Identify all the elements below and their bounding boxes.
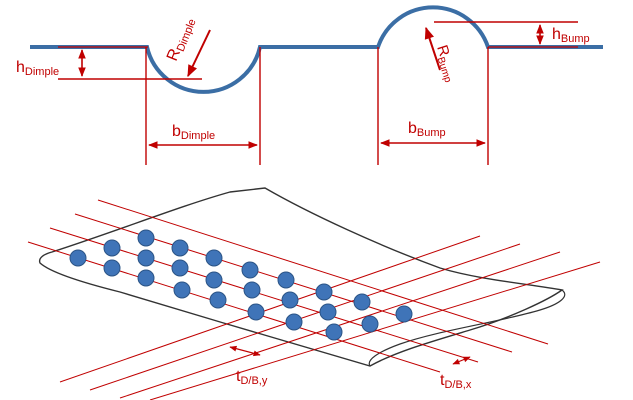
dimple: [243, 281, 261, 299]
dimple: [247, 303, 265, 321]
bump-height-subscript: Bump: [561, 33, 590, 45]
plate-section: tD/B,y tD/B,x: [27, 187, 601, 400]
bump-width-symbol: b: [408, 120, 417, 137]
bump-height-symbol: h: [552, 26, 561, 43]
bump-width-label: bBump: [408, 120, 446, 139]
dimple: [137, 249, 155, 267]
plate-edge-curl: [368, 289, 566, 367]
grid-line: [149, 261, 601, 400]
dimple: [285, 313, 303, 331]
grid-line: [59, 235, 481, 383]
grid-line: [27, 241, 441, 373]
dimple: [353, 293, 371, 311]
y-spacing-arrow: [229, 345, 261, 357]
dimple: [281, 291, 299, 309]
dimple: [319, 303, 337, 321]
dimple: [103, 239, 121, 257]
dimple: [171, 239, 189, 257]
profile-section: hDimple RDimple bDimple bBump RBump hBum…: [16, 5, 603, 165]
dimple: [205, 249, 223, 267]
dimple: [205, 271, 223, 289]
x-spacing-label: tD/B,x: [440, 372, 472, 391]
dimple: [361, 315, 379, 333]
dimple-width-symbol: b: [172, 123, 181, 140]
dimple-radius-arrow: [187, 29, 211, 78]
dimple: [173, 281, 191, 299]
dimple: [277, 271, 295, 289]
x-spacing-subscript: D/B,x: [444, 379, 471, 391]
dimple-array: [69, 229, 413, 341]
grid-line: [97, 199, 549, 345]
dimple: [315, 283, 333, 301]
dimple: [325, 323, 343, 341]
dimple: [137, 269, 155, 287]
dimple-width-label: bDimple: [172, 123, 215, 142]
bump-radius-symbol: R: [433, 43, 453, 59]
dimple-width-subscript: Dimple: [181, 130, 215, 142]
bump-width-subscript: Bump: [417, 127, 446, 139]
bump-radius-label: RBump: [431, 43, 461, 84]
dimple: [103, 259, 121, 277]
bump-radius-subscript: Bump: [435, 56, 454, 85]
dimple: [395, 305, 413, 323]
y-spacing-symbol: t: [236, 368, 241, 385]
dimple-radius-subscript: Dimple: [175, 17, 199, 53]
y-spacing-subscript: D/B,y: [240, 375, 267, 387]
dimple-depth-symbol: h: [16, 59, 25, 76]
y-spacing-label: tD/B,y: [236, 368, 268, 387]
grid-line: [119, 251, 561, 399]
x-spacing-arrow: [452, 356, 471, 365]
dimple: [137, 229, 155, 247]
grid-line: [49, 227, 479, 363]
bump-radius-arrow: [424, 26, 441, 71]
dimple-depth-label: hDimple: [16, 59, 59, 78]
bump-height-label: hBump: [552, 26, 590, 45]
dimple-radius-label: RDimple: [164, 15, 199, 65]
dimple: [69, 249, 87, 267]
grid-lines-ascending: [59, 235, 601, 400]
dimple: [171, 259, 189, 277]
dimple-depth-subscript: Dimple: [25, 66, 59, 78]
grid-line: [89, 243, 521, 391]
dimple: [209, 291, 227, 309]
dimple: [241, 261, 259, 279]
x-spacing-symbol: t: [440, 372, 445, 389]
